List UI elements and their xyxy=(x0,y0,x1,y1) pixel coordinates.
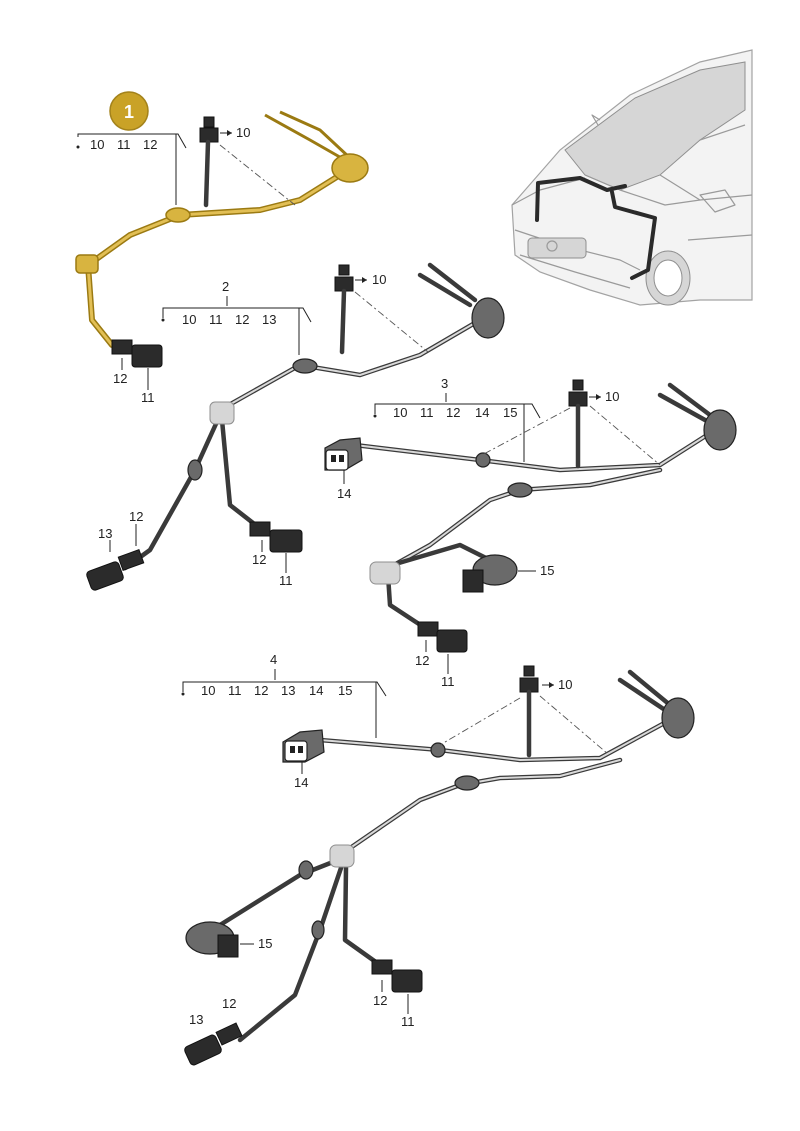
g4-grommet-icon xyxy=(217,934,239,958)
g4-harness xyxy=(185,669,695,1043)
g3-callout-11: 11 xyxy=(441,674,455,689)
g4-bracket-label-13: 13 xyxy=(281,683,295,698)
g3-grommet-icon xyxy=(462,569,484,593)
g2-callout-11b: 11 xyxy=(279,573,293,588)
g2-plug-right-icon xyxy=(249,521,303,553)
g1-callout-12: 12 xyxy=(113,371,127,386)
g3-bracket-label-10: 10 xyxy=(393,405,407,420)
g4-bracket-label-11: 11 xyxy=(228,683,242,698)
g4-callout-10: 10 xyxy=(558,677,572,692)
g4-sensor-icon xyxy=(519,665,539,758)
item-badge-label: 1 xyxy=(124,102,134,122)
g3-sensor-icon xyxy=(568,379,588,469)
g2-title: 2 xyxy=(222,279,229,294)
g3-bracket-label-14: 14 xyxy=(475,405,489,420)
g3-callout-15: 15 xyxy=(540,563,554,578)
g3-callout-10: 10 xyxy=(605,389,619,404)
g3-harness xyxy=(352,382,737,631)
g3-callout-14: 14 xyxy=(337,486,351,501)
car-illustration xyxy=(511,49,753,306)
g4-callout-14: 14 xyxy=(294,775,308,790)
g2-bracket-label-10: 10 xyxy=(182,312,196,327)
g2-plug-left-icon xyxy=(86,549,145,591)
g3-plug-left-icon xyxy=(324,437,363,471)
g3-bracket-label-15: 15 xyxy=(503,405,517,420)
g4-plug-bottom-left-icon xyxy=(184,1022,243,1066)
item-badge xyxy=(109,91,149,131)
g2-callout-13: 13 xyxy=(98,526,112,541)
g2-callout-12a: 12 xyxy=(129,509,143,524)
g2-sensor-icon xyxy=(334,264,354,355)
g4-bracket-label-12: 12 xyxy=(254,683,268,698)
g1-callout-10: 10 xyxy=(236,125,250,140)
g2-callout-12b: 12 xyxy=(252,552,266,567)
g4-callout-12a: 12 xyxy=(373,993,387,1008)
harness-group-4: 4 10 11 12 13 14 15 xyxy=(181,652,695,1066)
g4-plug-right-icon xyxy=(371,959,423,993)
g2-bracket-label-11: 11 xyxy=(209,312,223,327)
g4-plug-left-icon xyxy=(282,729,325,763)
g4-callout-13: 13 xyxy=(189,1012,203,1027)
g1-callout-11: 11 xyxy=(141,390,155,405)
g2-callout-10: 10 xyxy=(372,272,386,287)
g3-title: 3 xyxy=(441,376,448,391)
g4-bracket-label-10: 10 xyxy=(201,683,215,698)
harness-group-2: 2 10 11 12 13 10 xyxy=(86,262,505,591)
g1-plug-icon xyxy=(111,339,163,368)
g4-title: 4 xyxy=(270,652,277,667)
g4-callout-12b: 12 xyxy=(222,996,236,1011)
g1-bracket-label-11: 11 xyxy=(117,137,131,152)
harness-group-3: 3 10 11 12 14 15 xyxy=(324,376,737,689)
g4-bracket-label-14: 14 xyxy=(309,683,323,698)
harness-group-1: 1 10 11 12 10 xyxy=(75,91,369,405)
g1-bracket-label-10: 10 xyxy=(90,137,104,152)
g1-sensor-icon xyxy=(199,116,219,208)
g2-bracket-label-13: 13 xyxy=(262,312,276,327)
g4-callout-11: 11 xyxy=(401,1014,415,1029)
g4-bracket-label-15: 15 xyxy=(338,683,352,698)
g1-harness xyxy=(75,110,369,348)
g3-bracket-label-12: 12 xyxy=(446,405,460,420)
g4-callout-15: 15 xyxy=(258,936,272,951)
g3-plug-bottom-icon xyxy=(417,621,468,653)
g2-bracket-label-12: 12 xyxy=(235,312,249,327)
g3-callout-12: 12 xyxy=(415,653,429,668)
g1-bracket-label-12: 12 xyxy=(143,137,157,152)
g3-bracket-label-11: 11 xyxy=(420,405,434,420)
